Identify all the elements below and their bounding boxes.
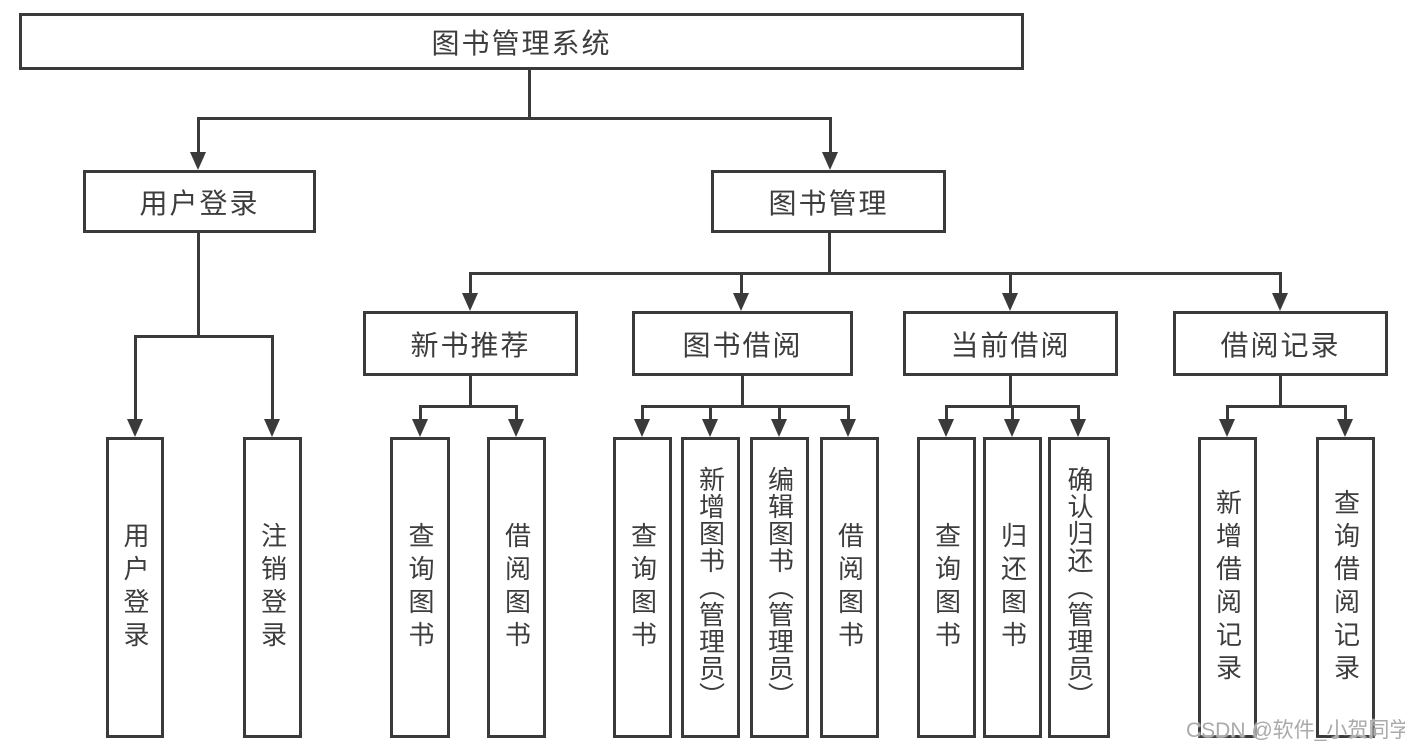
arrow-down-icon (938, 419, 954, 437)
leaf-edit-book-admin-label: 编辑图书（管理员） (764, 466, 795, 709)
leaf-current-query-book: 查询图书 (917, 437, 976, 738)
connector-line (271, 335, 274, 423)
arrow-down-icon (702, 419, 718, 437)
leaf-borrow-borrow-book: 借阅图书 (820, 437, 879, 738)
leaf-borrow-borrow-book-label: 借阅图书 (834, 521, 865, 654)
arrow-down-icon (1070, 419, 1086, 437)
leaf-add-borrow-record: 新增借阅记录 (1198, 437, 1257, 738)
connector-line (1279, 376, 1282, 407)
connector-line (641, 405, 644, 423)
node-borrow-record-label: 借阅记录 (1220, 329, 1341, 361)
node-root-label: 图书管理系统 (431, 27, 612, 59)
connector-line (197, 233, 200, 337)
connector-line (197, 117, 200, 155)
connector-line (419, 405, 422, 423)
node-root: 图书管理系统 (19, 13, 1024, 70)
arrow-down-icon (264, 419, 280, 437)
leaf-return-book-label: 归还图书 (997, 521, 1028, 654)
arrow-down-icon (190, 152, 206, 170)
connector-line (709, 405, 712, 423)
leaf-confirm-return-admin: 确认归还（管理员） (1048, 437, 1110, 738)
connector-line (197, 117, 832, 120)
arrow-down-icon (1272, 293, 1288, 311)
leaf-add-book-admin-label: 新增图书（管理员） (695, 466, 726, 709)
leaf-logout-label: 注销登录 (257, 521, 288, 654)
csdn-watermark: CSDN @软件_小贺同学 (1186, 719, 1405, 742)
arrow-down-icon (508, 419, 524, 437)
connector-line (528, 69, 531, 120)
node-user-login-label: 用户登录 (139, 187, 260, 219)
arrow-down-icon (634, 419, 650, 437)
connector-line (741, 376, 744, 407)
connector-line (828, 233, 831, 275)
leaf-edit-book-admin: 编辑图书（管理员） (750, 437, 809, 738)
leaf-recommend-query-book: 查询图书 (390, 437, 450, 738)
node-book-borrow-label: 图书借阅 (682, 329, 803, 361)
connector-line (469, 272, 472, 297)
arrow-down-icon (462, 293, 478, 311)
connector-line (740, 272, 743, 297)
connector-line (515, 405, 518, 423)
leaf-current-query-book-label: 查询图书 (931, 521, 962, 654)
connector-line (134, 335, 137, 423)
connector-line (469, 272, 1282, 275)
leaf-user-login: 用户登录 (106, 437, 164, 738)
leaf-recommend-borrow-book-label: 借阅图书 (501, 521, 532, 654)
leaf-borrow-query-book: 查询图书 (613, 437, 672, 738)
node-new-book-recommend-label: 新书推荐 (410, 329, 531, 361)
leaf-recommend-query-book-label: 查询图书 (405, 521, 435, 654)
leaf-logout: 注销登录 (243, 437, 302, 738)
node-new-book-recommend: 新书推荐 (363, 311, 578, 376)
connector-line (134, 335, 274, 338)
arrow-down-icon (733, 293, 749, 311)
leaf-add-book-admin: 新增图书（管理员） (681, 437, 740, 738)
arrow-down-icon (822, 152, 838, 170)
node-current-borrow-label: 当前借阅 (950, 329, 1071, 361)
connector-line (1279, 272, 1282, 297)
connector-line (641, 405, 850, 408)
connector-line (1009, 272, 1012, 297)
arrow-down-icon (1002, 293, 1018, 311)
connector-line (778, 405, 781, 423)
arrow-down-icon (1337, 419, 1353, 437)
connector-line (1344, 405, 1347, 423)
node-current-borrow: 当前借阅 (903, 311, 1118, 376)
arrow-down-icon (771, 419, 787, 437)
node-book-manage-label: 图书管理 (768, 187, 889, 219)
node-user-login: 用户登录 (83, 170, 316, 233)
leaf-return-book: 归还图书 (983, 437, 1042, 738)
connector-line (847, 405, 850, 423)
node-book-manage: 图书管理 (711, 170, 946, 233)
connector-line (1226, 405, 1346, 408)
leaf-borrow-query-book-label: 查询图书 (627, 521, 658, 654)
connector-line (1009, 376, 1012, 407)
leaf-query-borrow-record: 查询借阅记录 (1316, 437, 1375, 738)
node-borrow-record: 借阅记录 (1173, 311, 1388, 376)
leaf-query-borrow-record-label: 查询借阅记录 (1330, 488, 1361, 687)
arrow-down-icon (127, 419, 143, 437)
connector-line (829, 117, 832, 155)
connector-line (1011, 405, 1014, 423)
connector-line (945, 405, 948, 423)
leaf-user-login-label: 用户登录 (120, 521, 150, 654)
leaf-add-borrow-record-label: 新增借阅记录 (1212, 488, 1243, 687)
arrow-down-icon (412, 419, 428, 437)
leaf-recommend-borrow-book: 借阅图书 (487, 437, 546, 738)
connector-line (1226, 405, 1229, 423)
leaf-confirm-return-admin-label: 确认归还（管理员） (1064, 466, 1094, 709)
arrow-down-icon (1004, 419, 1020, 437)
connector-line (419, 405, 518, 408)
connector-line (469, 376, 472, 407)
arrow-down-icon (840, 419, 856, 437)
connector-line (1077, 405, 1080, 423)
node-book-borrow: 图书借阅 (632, 311, 853, 376)
arrow-down-icon (1219, 419, 1235, 437)
